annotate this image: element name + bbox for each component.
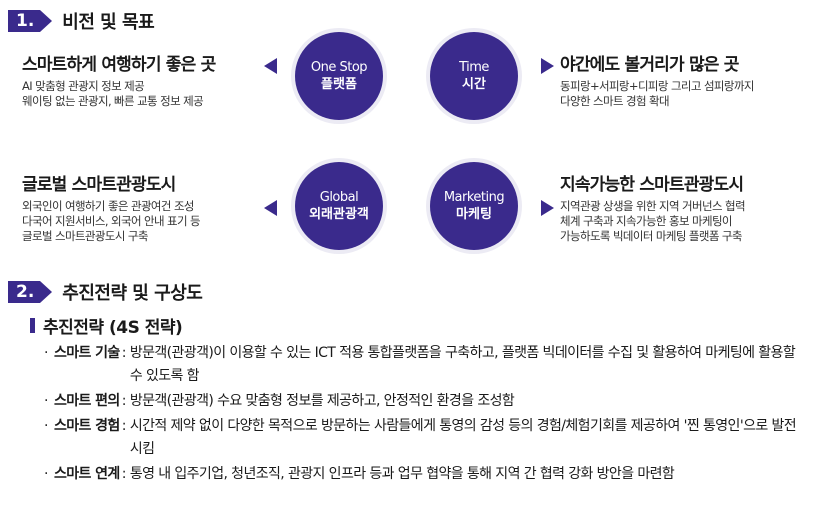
list-item: · 스마트 경험 : 시간적 제약 없이 다양한 목적으로 방문하는 사람들에게… <box>44 415 804 461</box>
colon: : <box>121 393 127 409</box>
item-label: 스마트 편의 <box>54 393 120 409</box>
list-item: · 스마트 연계 : 통영 내 입주기업, 청년조직, 관광지 인프라 등과 업… <box>44 463 804 486</box>
circle-ko-label: 플랫폼 <box>321 76 357 92</box>
vision-line: 지역관광 상생을 위한 지역 거버넌스 협력 <box>560 199 746 213</box>
square-bullet-icon <box>30 318 35 333</box>
vision-line: 동피랑+서피랑+디피랑 그리고 섬피랑까지 <box>560 79 754 93</box>
vision-block-smart-travel: 스마트하게 여행하기 좋은 곳 AI 맞춤형 관광지 정보 제공 웨이팅 없는 … <box>22 50 216 109</box>
circle-marketing: Marketing 마케팅 <box>430 162 518 250</box>
vision-line: 다양한 스마트 경험 확대 <box>560 94 670 108</box>
vision-line: 외국인이 여행하기 좋은 관광여건 조성 <box>22 199 195 213</box>
circle-ko-label: 외래관광객 <box>309 206 369 222</box>
list-item: · 스마트 편의 : 방문객(관광객) 수요 맞춤형 정보를 제공하고, 안정적… <box>44 390 804 413</box>
circle-en-label: Marketing <box>443 189 505 205</box>
circle-en-label: One Stop <box>310 59 368 75</box>
arrow-right-icon <box>541 58 554 74</box>
section-2-number: 2. <box>8 281 41 303</box>
vision-line: 가능하도록 빅데이터 마케팅 플랫폼 구축 <box>560 229 742 243</box>
strategy-header: 추진전략 (4S 전략) <box>30 313 183 338</box>
arrow-right-icon <box>40 10 53 32</box>
bullet-dot-icon: · <box>44 393 48 409</box>
vision-line: AI 맞춤형 관광지 정보 제공 <box>22 79 145 93</box>
strategy-title: 추진전략 (4S 전략) <box>43 318 183 338</box>
circle-en-label: Time <box>459 59 489 75</box>
vision-block-sustainable: 지속가능한 스마트관광도시 지역관광 상생을 위한 지역 거버넌스 협력 체계 … <box>560 170 746 244</box>
section-1-header: 1. 비전 및 목표 <box>8 10 155 33</box>
section-1-title: 비전 및 목표 <box>62 12 155 33</box>
strategy-list: · 스마트 기술 : 방문객(관광객)이 이용할 수 있는 ICT 적용 통합플… <box>44 342 804 488</box>
vision-line: 다국어 지원서비스, 외국어 안내 표기 등 <box>22 214 201 228</box>
circle-en-label: Global <box>319 189 359 205</box>
vision-block-night: 야간에도 볼거리가 많은 곳 동피랑+서피랑+디피랑 그리고 섬피랑까지 다양한… <box>560 50 754 109</box>
vision-line: 글로벌 스마트관광도시 구축 <box>22 229 148 243</box>
circle-ko-label: 시간 <box>462 76 486 92</box>
arrow-right-icon <box>541 200 554 216</box>
vision-line: 웨이팅 없는 관광지, 빠른 교통 정보 제공 <box>22 94 204 108</box>
circle-ko-label: 마케팅 <box>456 206 492 222</box>
section-1-number-badge: 1. <box>8 10 53 32</box>
bullet-dot-icon: · <box>44 345 48 361</box>
arrow-left-icon <box>264 58 277 74</box>
item-desc: 방문객(관광객)이 이용할 수 있는 ICT 적용 통합플랫폼을 구축하고, 플… <box>129 345 796 384</box>
circle-time: Time 시간 <box>430 32 518 120</box>
vision-line: 체계 구축과 지속가능한 홍보 마케팅이 <box>560 214 733 228</box>
vision-title: 글로벌 스마트관광도시 <box>22 175 176 195</box>
item-label: 스마트 연계 <box>54 466 120 482</box>
section-1-number: 1. <box>8 10 41 32</box>
arrow-left-icon <box>264 200 277 216</box>
item-label: 스마트 경험 <box>54 418 120 434</box>
item-desc: 시간적 제약 없이 다양한 목적으로 방문하는 사람들에게 통영의 감성 등의 … <box>129 418 797 457</box>
vision-title: 스마트하게 여행하기 좋은 곳 <box>22 55 216 75</box>
item-label: 스마트 기술 <box>54 345 120 361</box>
vision-title: 야간에도 볼거리가 많은 곳 <box>560 55 739 75</box>
colon: : <box>121 345 127 361</box>
arrow-right-icon <box>40 281 53 303</box>
section-2-number-badge: 2. <box>8 281 53 303</box>
item-desc: 통영 내 입주기업, 청년조직, 관광지 인프라 등과 업무 협약을 통해 지역… <box>129 466 675 482</box>
section-2-header: 2. 추진전략 및 구상도 <box>8 281 203 304</box>
circle-global: Global 외래관광객 <box>295 162 383 250</box>
bullet-dot-icon: · <box>44 466 48 482</box>
bullet-dot-icon: · <box>44 418 48 434</box>
vision-block-global: 글로벌 스마트관광도시 외국인이 여행하기 좋은 관광여건 조성 다국어 지원서… <box>22 170 201 244</box>
circle-one-stop: One Stop 플랫폼 <box>295 32 383 120</box>
colon: : <box>121 418 127 434</box>
vision-title: 지속가능한 스마트관광도시 <box>560 175 744 195</box>
item-desc: 방문객(관광객) 수요 맞춤형 정보를 제공하고, 안정적인 환경을 조성함 <box>129 393 515 409</box>
colon: : <box>121 466 127 482</box>
section-2-title: 추진전략 및 구상도 <box>62 283 203 304</box>
list-item: · 스마트 기술 : 방문객(관광객)이 이용할 수 있는 ICT 적용 통합플… <box>44 342 804 388</box>
